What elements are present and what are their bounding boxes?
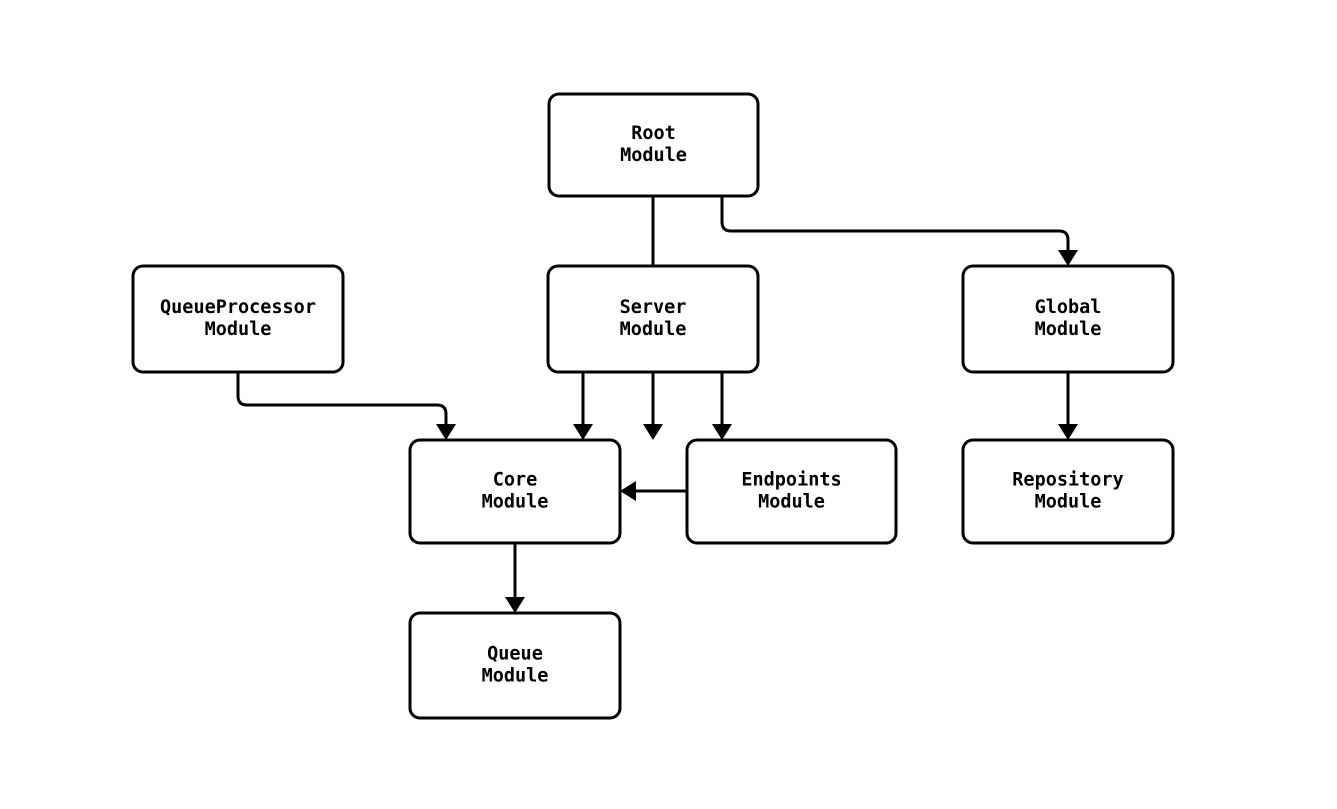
queue-module-node-box[interactable]: [408, 611, 622, 720]
edge-root-to-global: [720, 196, 1078, 266]
endpoints-module-node-box[interactable]: [685, 438, 898, 545]
edge-root-to-global-arrowhead-icon: [1058, 250, 1078, 266]
queueprocessor-module-node-box[interactable]: [131, 264, 345, 374]
edge-server-to-core-arrowhead-icon: [573, 424, 593, 440]
edge-core-to-queue: [505, 543, 525, 613]
edge-global-to-repository-arrowhead-icon: [1058, 424, 1078, 440]
edge-queueprocessor-to-core-arrowhead-icon: [436, 424, 456, 440]
edge-queueprocessor-to-core: [236, 372, 456, 440]
edge-endpoints-to-core-arrowhead-icon: [620, 481, 636, 501]
repository-module-node-box[interactable]: [961, 438, 1175, 545]
edge-root-to-server-arrowhead-icon: [643, 424, 663, 440]
edge-queueprocessor-to-core-line: [236, 372, 448, 424]
edge-server-to-endpoints: [712, 372, 732, 440]
edges-layer: [236, 196, 1078, 613]
edge-global-to-repository: [1058, 372, 1078, 440]
global-module-node-box[interactable]: [961, 264, 1175, 374]
edge-core-to-queue-arrowhead-icon: [505, 597, 525, 613]
edge-server-to-core: [573, 372, 593, 440]
edge-endpoints-to-core: [620, 481, 687, 501]
edge-root-to-global-line: [720, 196, 1070, 250]
root-module-node-box[interactable]: [547, 92, 760, 198]
server-module-node-box[interactable]: [546, 264, 760, 374]
edge-server-to-endpoints-arrowhead-icon: [712, 424, 732, 440]
core-module-node-box[interactable]: [408, 438, 622, 545]
